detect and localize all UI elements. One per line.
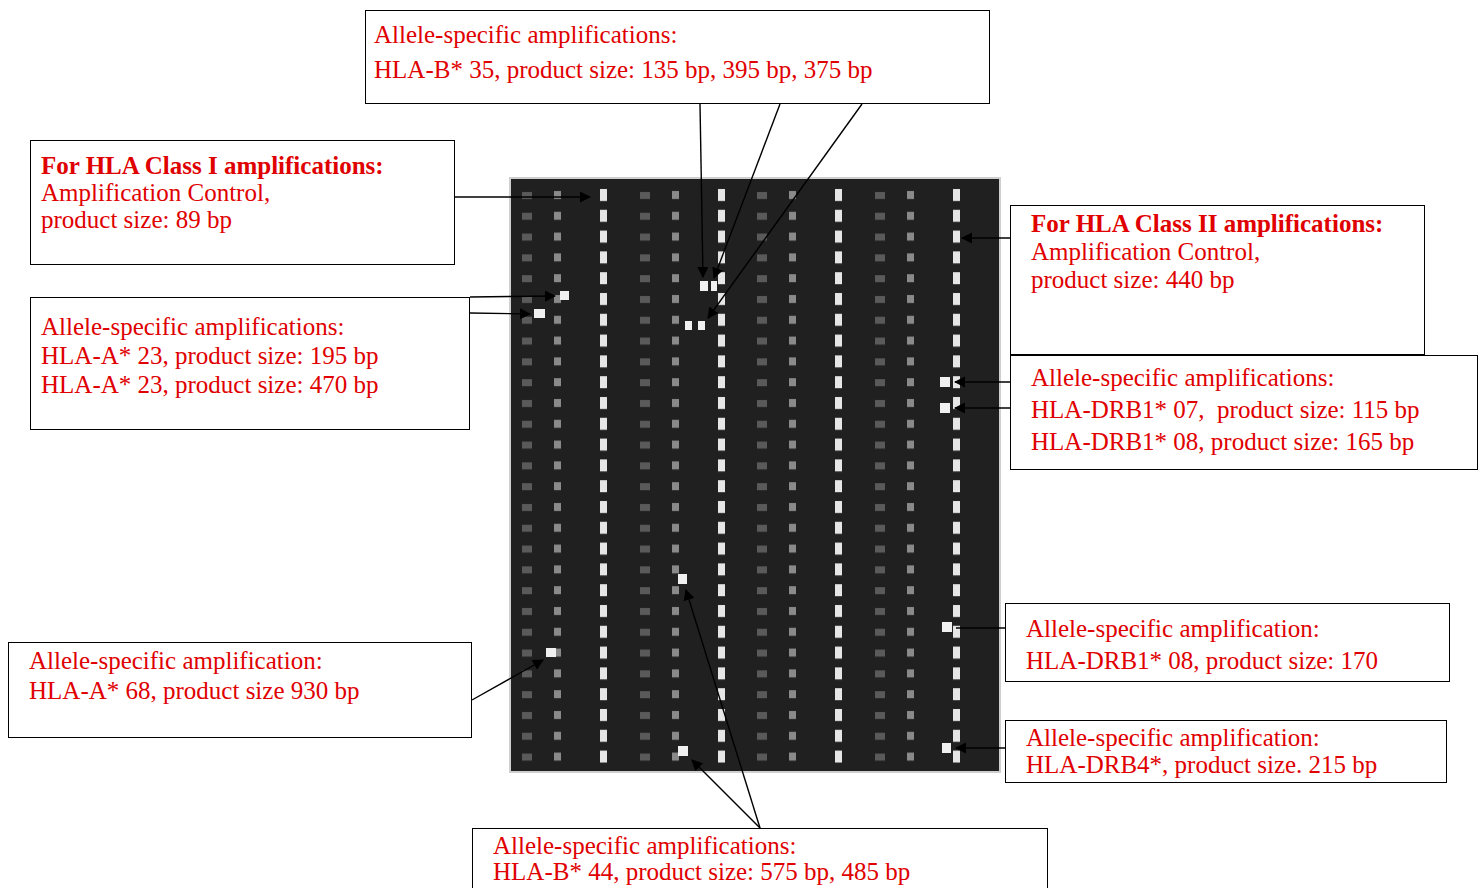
callout-box: Allele-specific amplification:HLA-DRB4*,…: [1005, 720, 1447, 783]
callout-text: HLA-B* 44, product size: 575 bp, 485 bp: [493, 859, 910, 885]
specific-bands: [534, 281, 952, 756]
leader-line: [955, 407, 1010, 408]
leader-line: [708, 104, 862, 318]
leader-lines: [455, 104, 1010, 828]
gel-band: [534, 309, 545, 318]
callout-text: HLA-DRB1* 08, product size: 170: [1026, 645, 1378, 677]
callout-heading: Allele-specific amplifications:: [41, 312, 344, 341]
leader-line: [700, 104, 703, 277]
callout-text: HLA-DRB4*, product size. 215 bp: [1026, 751, 1377, 778]
callout-text: Amplification Control,: [41, 179, 270, 206]
callout-text: HLA-DRB1* 07, product size: 115 bp: [1031, 394, 1420, 426]
callout-text: product size: 440 bp: [1031, 266, 1234, 294]
callout-text: HLA-A* 23, product size: 195 bp: [41, 341, 378, 370]
callout-text: HLA-DRB1* 08, product size: 165 bp: [1031, 426, 1414, 458]
callout-text: product size: 89 bp: [41, 206, 232, 233]
leader-line: [956, 747, 1005, 748]
callout-box: Allele-specific amplification:HLA-A* 68,…: [8, 642, 472, 738]
gel-band: [546, 648, 556, 657]
leader-line: [686, 590, 760, 828]
callout-heading: Allele-specific amplifications:: [493, 833, 796, 859]
gel-band: [678, 746, 688, 756]
gel-photo: [510, 178, 1000, 772]
callout-text: HLA-A* 68, product size 930 bp: [29, 676, 360, 706]
callout-text: Amplification Control,: [1031, 238, 1260, 266]
callout-box: For HLA Class II amplifications:Amplific…: [1010, 205, 1425, 355]
callout-box: Allele-specific amplifications:HLA-DRB1*…: [1010, 355, 1478, 470]
gel-band: [711, 281, 717, 291]
leader-line: [962, 237, 1010, 238]
callout-heading: Allele-specific amplification:: [1026, 613, 1320, 645]
gel-lanes: [512, 185, 998, 763]
gel-band: [678, 574, 687, 584]
leader-line: [955, 381, 1010, 382]
callout-box: Allele-specific amplifications:HLA-A* 23…: [30, 297, 470, 430]
gel-background: [510, 178, 1000, 772]
leader-line: [470, 313, 530, 314]
gel-band: [942, 743, 951, 753]
callout-heading: Allele-specific amplifications:: [1031, 362, 1334, 394]
callout-box: Allele-specific amplifications:HLA-B* 44…: [472, 828, 1048, 888]
callout-box: Allele-specific amplification:HLA-DRB1* …: [1005, 603, 1450, 682]
callout-box: For HLA Class I amplifications:Amplifica…: [30, 140, 455, 265]
callout-text: HLA-B* 35, product size: 135 bp, 395 bp,…: [374, 52, 873, 87]
leader-line: [455, 196, 590, 197]
gel-band: [942, 622, 952, 632]
leader-line: [472, 660, 543, 700]
callout-heading: Allele-specific amplifications:: [374, 17, 677, 52]
callout-heading: Allele-specific amplification:: [29, 646, 323, 676]
leader-line: [470, 296, 555, 297]
leader-line: [956, 627, 1005, 628]
callout-text: HLA-A* 23, product size: 470 bp: [41, 370, 378, 399]
gel-band: [560, 291, 569, 300]
gel-band: [685, 321, 692, 330]
gel-band: [940, 403, 950, 413]
gel-band: [698, 321, 705, 330]
callout-heading: For HLA Class II amplifications:: [1031, 210, 1383, 238]
gel-band: [700, 281, 708, 291]
callout-heading: For HLA Class I amplifications:: [41, 152, 384, 179]
leader-line: [714, 104, 780, 278]
callout-box: Allele-specific amplifications:HLA-B* 35…: [365, 10, 990, 104]
callout-heading: Allele-specific amplification:: [1026, 724, 1320, 751]
gel-band: [940, 377, 950, 387]
leader-line: [692, 760, 760, 828]
